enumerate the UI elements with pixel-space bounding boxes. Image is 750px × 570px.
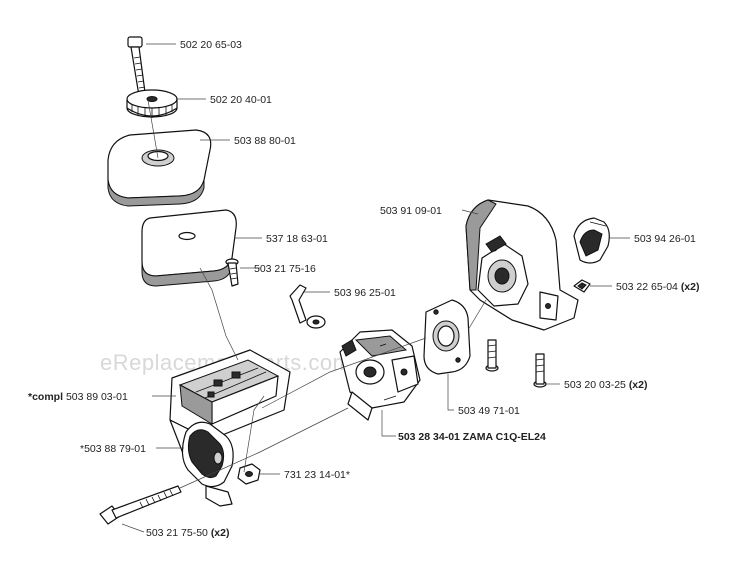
small-screw-part xyxy=(225,258,239,287)
assembly-lines xyxy=(147,99,487,489)
label-screw-right: 503 20 03-25 (x2) xyxy=(564,379,648,391)
label-carburetor: 503 28 34-01 ZAMA C1Q-EL24 xyxy=(398,431,546,443)
label-knob: 502 20 40-01 xyxy=(210,94,272,106)
linkage-part xyxy=(289,284,326,329)
label-bolt-top: 502 20 65-03 xyxy=(180,39,242,51)
label-clip: 503 22 65-04 (x2) xyxy=(616,281,700,293)
label-small-screw: 503 21 75-16 xyxy=(254,263,316,275)
label-cover: 503 88 80-01 xyxy=(234,135,296,147)
label-linkage: 503 96 25-01 xyxy=(334,287,396,299)
clip-part xyxy=(573,279,591,293)
gasket-part xyxy=(423,299,471,375)
cover-part xyxy=(107,129,212,207)
choke-part xyxy=(181,421,234,507)
label-leaders xyxy=(121,43,630,533)
housing-part xyxy=(465,199,579,331)
knob-part xyxy=(126,89,178,118)
sleeve-part xyxy=(573,217,610,264)
label-nut: 731 23 14-01* xyxy=(284,469,350,481)
label-gasket: 503 49 71-01 xyxy=(458,405,520,417)
bolt-top-part xyxy=(127,36,147,103)
label-long-bolt: 503 21 75-50 (x2) xyxy=(146,527,230,539)
filter-part xyxy=(141,209,237,287)
label-air-box: *compl 503 89 03-01 xyxy=(28,391,128,403)
label-housing: 503 91 09-01 xyxy=(380,205,442,217)
label-choke: *503 88 79-01 xyxy=(80,443,146,455)
screw-left-part xyxy=(485,339,499,372)
long-bolt-part xyxy=(99,485,182,525)
carburetor-part xyxy=(339,329,421,421)
label-filter: 537 18 63-01 xyxy=(266,233,328,245)
label-sleeve: 503 94 26-01 xyxy=(634,233,696,245)
screw-right-part xyxy=(533,353,547,388)
nut-part xyxy=(237,463,261,485)
